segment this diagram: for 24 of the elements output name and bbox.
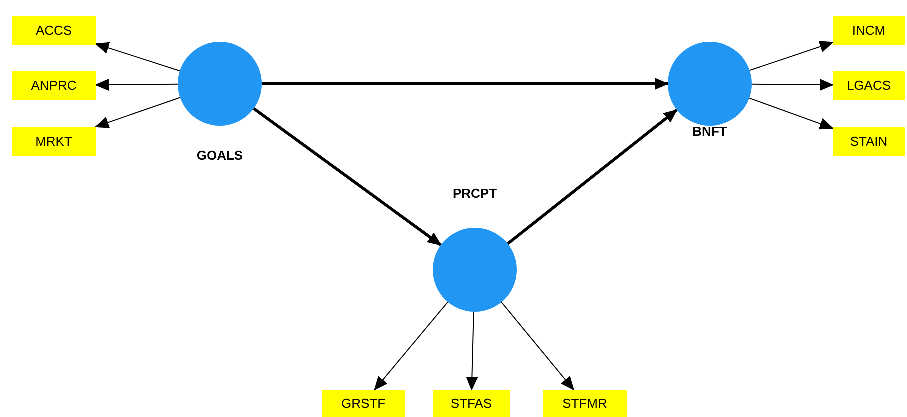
- indicator-box: MRKT: [12, 127, 96, 156]
- arrow: [95, 42, 181, 72]
- variable-label: PRCPT: [452, 186, 498, 201]
- arrow: [749, 98, 834, 130]
- arrow: [466, 311, 478, 391]
- arrow: [749, 41, 834, 72]
- indicator-box: STFAS: [433, 390, 510, 417]
- arrow: [262, 78, 669, 90]
- arrow: [374, 302, 449, 391]
- arrow: [507, 108, 678, 246]
- indicator-box: LGACS: [833, 71, 905, 100]
- variable-label: GOALS: [196, 148, 244, 163]
- arrow: [501, 302, 574, 391]
- arrow: [95, 79, 178, 91]
- variable-label: BNFT: [692, 124, 728, 139]
- arrow: [752, 79, 834, 92]
- indicator-box: ACCS: [12, 16, 96, 45]
- indicator-box: STFMR: [543, 390, 627, 417]
- indicator-box: INCM: [833, 16, 905, 45]
- indicator-box: GRSTF: [322, 390, 405, 417]
- indicator-box: STAIN: [833, 127, 905, 156]
- arrow: [253, 108, 442, 246]
- arrow: [94, 97, 181, 128]
- indicator-box: ANPRC: [12, 71, 96, 100]
